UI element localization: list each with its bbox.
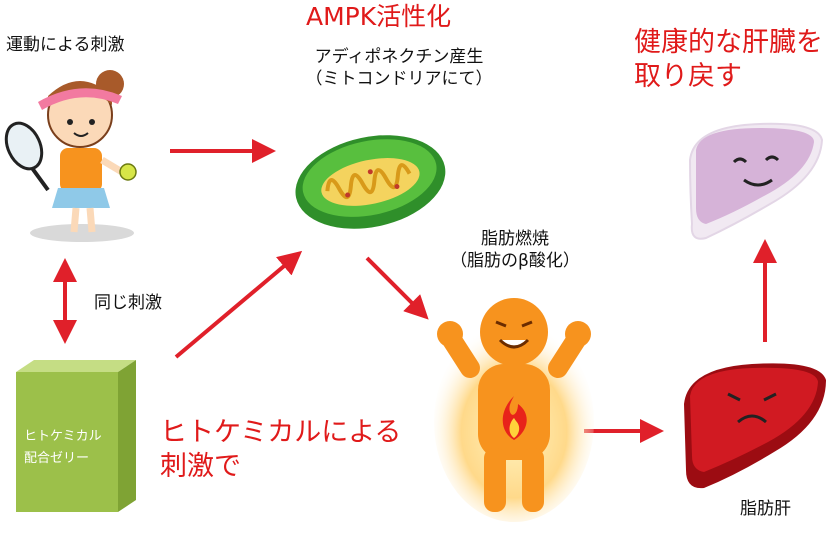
healthy-liver-goal-label: 健康的な肝臓を 取り戻す [634,26,823,94]
healthy-liver-illustration [690,124,822,239]
fatty-liver-label: 脂肪肝 [740,498,791,520]
adiponectin-label: アディポネクチン産生 （ミトコンドリアにて） [289,46,509,90]
adiponectin-line-1: アディポネクチン産生 [289,46,509,68]
adiponectin-line-2: （ミトコンドリアにて） [289,68,509,90]
fatty-liver-illustration [684,363,826,488]
arrow-box-to-mitochondria [176,256,296,357]
same-stimulus-label: 同じ刺激 [94,292,162,314]
fat-burning-label: 脂肪燃焼 （脂肪のβ酸化） [430,228,600,272]
healthy-liver-line-2: 取り戻す [634,60,823,94]
hitokemical-line-2: 刺激で [160,450,401,484]
jelly-box-label: ヒトケミカル 配合ゼリー [24,426,102,470]
fat-burning-person-illustration [434,298,594,522]
exercise-stimulus-label: 運動による刺激 [6,34,125,56]
hitokemical-line-1: ヒトケミカルによる [160,416,401,450]
healthy-liver-line-1: 健康的な肝臓を [634,26,823,60]
fat-burning-line-2: （脂肪のβ酸化） [430,250,600,272]
fat-burning-line-1: 脂肪燃焼 [430,228,600,250]
jelly-box-line-2: 配合ゼリー [24,448,102,470]
jelly-box-line-1: ヒトケミカル [24,426,102,448]
mitochondria-illustration [287,122,454,242]
arrow-mitochondria-to-body [367,258,423,314]
tennis-player-illustration [0,70,136,242]
ampk-activation-label: AMPK活性化 [306,2,451,32]
hitokemical-stimulus-label: ヒトケミカルによる 刺激で [160,416,401,484]
